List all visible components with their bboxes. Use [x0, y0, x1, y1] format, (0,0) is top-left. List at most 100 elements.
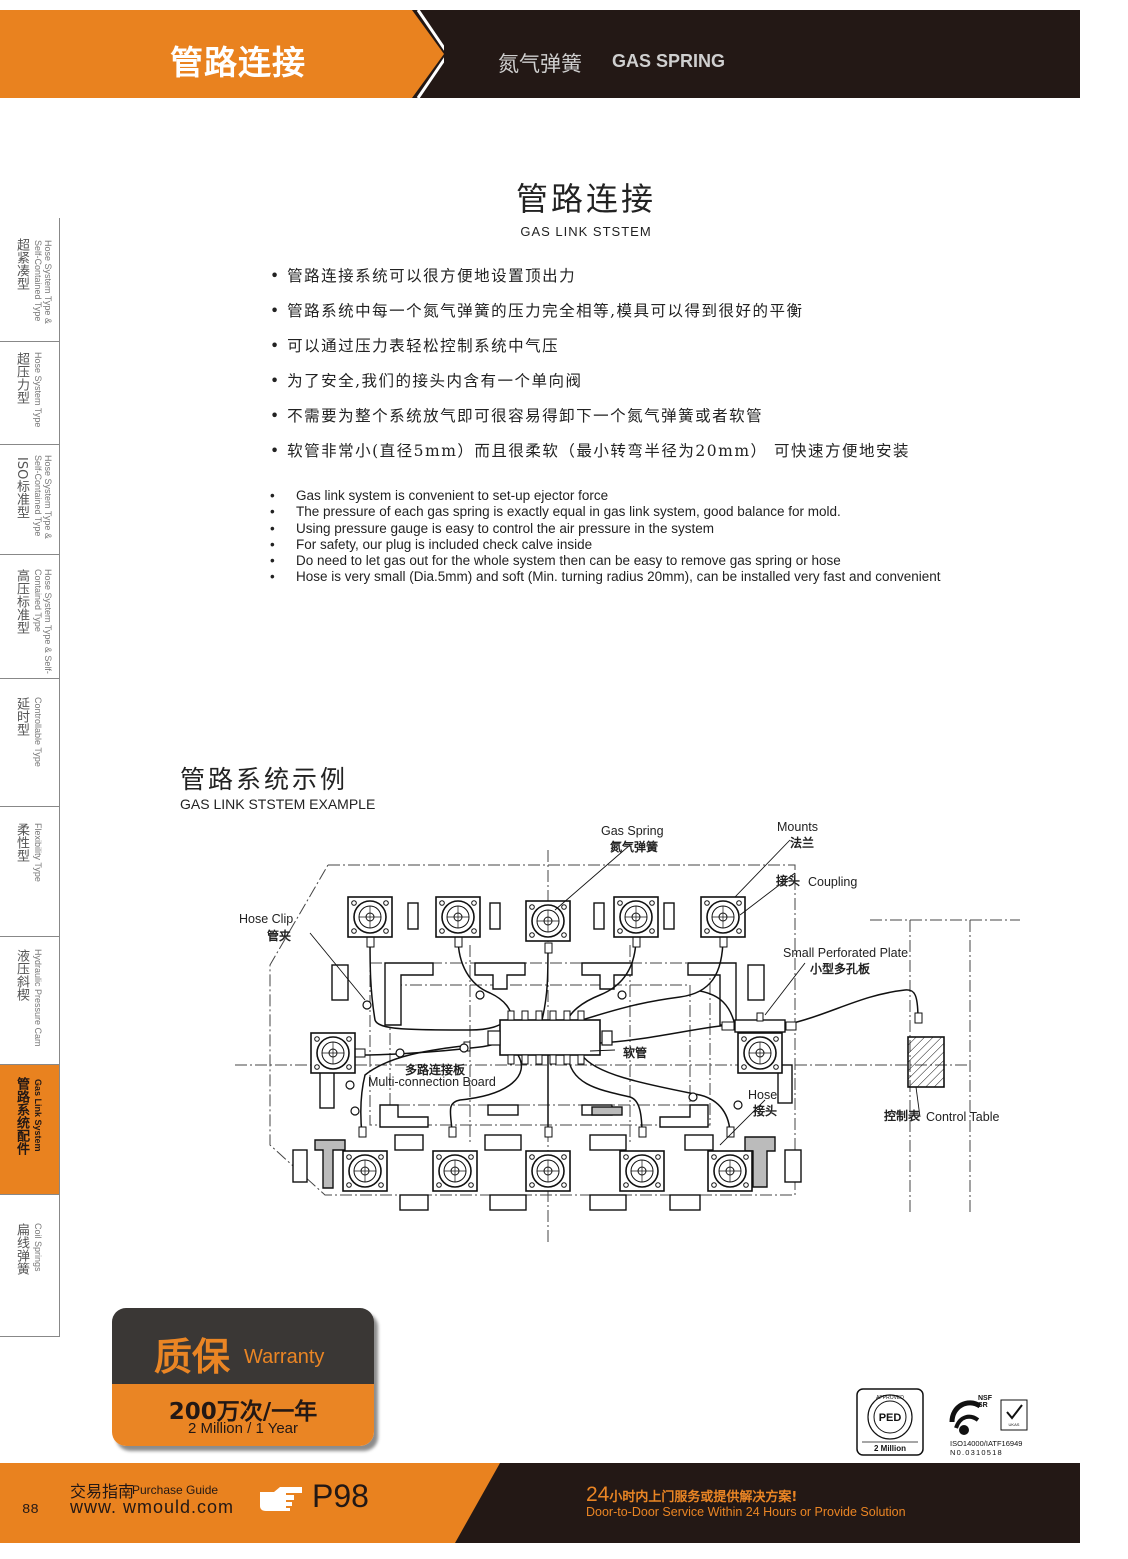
side-tab-gas-link-system[interactable]: 管路系统配件 Gas Link System — [0, 1065, 60, 1195]
nsf-isr-certification-icon: NSF ISR UKAS ISO14000/IATF16949 N0.03105… — [949, 1395, 1028, 1457]
label-mounts: Mounts — [777, 820, 818, 834]
purchase-guide-cn: 交易指南 — [70, 1482, 135, 1501]
cn-bullet-item: • 不需要为整个系统放气即可很容易得卸下一个氮气弹簧或者软管 — [270, 407, 764, 425]
footer-orange-panel — [0, 1463, 500, 1543]
warranty-title-cn: 质保 — [154, 1335, 231, 1379]
label-mounts-cn: 法兰 — [790, 835, 814, 850]
side-tab-ultra-compact[interactable]: 超紧凑型 Hose System Type & Self-Contained T… — [0, 218, 60, 342]
side-tab-label: 柔性型 — [14, 823, 29, 862]
side-tab-label: 延时型 — [14, 697, 29, 736]
en-bullet-item: •Hose is very small (Dia.5mm) and soft (… — [270, 569, 941, 585]
label-board-cn: 多路连接板 — [405, 1062, 466, 1077]
cn-bullet-item: • 管路系统中每一个氮气弹簧的压力完全相等,模具可以得到很好的平衡 — [270, 302, 804, 320]
iso-line2: N0.0310518 — [950, 1448, 1003, 1457]
side-tab-label-en: Flexibility Type — [33, 823, 43, 882]
warranty-value-cn: 200万次/一年 — [168, 1399, 318, 1425]
section-title: 管路连接 — [515, 180, 656, 218]
ped-top-text: APPROVED — [876, 1395, 904, 1401]
nsf-text: NSF — [978, 1395, 993, 1402]
side-tab-coil-springs[interactable]: 扁线弹簧 Coil Springs — [0, 1195, 60, 1337]
side-tab-hydraulic-cam[interactable]: 液压斜楔 Hydraulic Pressure Cam — [0, 937, 60, 1065]
label-soft-hose-cn: 软管 — [623, 1045, 647, 1060]
control-table — [907, 1036, 945, 1088]
label-control-table-cn: 控制表 — [884, 1108, 921, 1123]
page-reference-link[interactable]: P98 — [312, 1478, 369, 1514]
isr-text: ISR — [976, 1402, 988, 1409]
side-tab-label-en: Controllable Type — [33, 697, 43, 767]
header-orange-tab — [0, 10, 444, 98]
cn-bullet-item: • 管路连接系统可以很方便地设置顶出力 — [270, 267, 577, 285]
label-gas-spring: Gas Spring — [601, 824, 664, 838]
side-tab-label-en: Hose System Type & Self-Contained Type — [33, 569, 53, 674]
label-coupling-cn: 接头 — [776, 873, 800, 888]
iso-line1: ISO14000/IATF16949 — [950, 1439, 1022, 1448]
label-board: Multi-connection Board — [368, 1075, 496, 1089]
side-tab-label: 扁线弹簧 — [14, 1223, 29, 1275]
side-tab-label-en: Hydraulic Pressure Cam — [33, 949, 43, 1047]
side-tab-label: 高压标准型 — [14, 569, 29, 634]
hand-pointer-icon — [260, 1487, 302, 1511]
warranty-value-en: 2 Million / 1 Year — [187, 1420, 299, 1437]
warranty-badge: 质保 Warranty 200万次/一年 2 Million / 1 Year — [112, 1308, 374, 1446]
hose-clips — [345, 990, 743, 1116]
service-text-en: Door-to-Door Service Within 24 Hours or … — [586, 1505, 906, 1519]
header-title: 管路连接 — [170, 43, 306, 82]
cn-bullet-item: • 软管非常小(直径5mm）而且很柔软（最小转弯半径为20mm） 可快速方便地安… — [270, 442, 910, 460]
cn-bullet-item: • 为了安全,我们的接头内含有一个单向阀 — [270, 372, 583, 390]
side-tab-label-en: Coil Springs — [33, 1223, 43, 1272]
page-number: 88 — [22, 1502, 39, 1518]
gas-link-diagram: Gas Spring 氮气弹簧 Mounts 法兰 接头 Coupling Ho… — [235, 820, 1020, 1245]
en-bullet-item: •Gas link system is convenient to set-up… — [270, 488, 609, 503]
header-subtitle-cn: 氮气弹簧 — [498, 52, 582, 76]
website-link[interactable]: www. wmould.com — [70, 1497, 235, 1517]
warranty-top — [112, 1308, 374, 1384]
side-tab-label-en: Hose System Type & Self-Contained Type — [33, 455, 53, 539]
side-tab-iso-standard[interactable]: ISO标准型 Hose System Type & Self-Contained… — [0, 445, 60, 555]
side-tab-label-en: Gas Link System — [33, 1079, 43, 1152]
side-tab-ultra-pressure[interactable]: 超压力型 Hose System Type — [0, 342, 60, 445]
en-bullet-item: •For safety, our plug is included check … — [270, 536, 593, 552]
service-hours: 24 — [586, 1483, 610, 1506]
label-hose-cn: 接头 — [753, 1103, 777, 1118]
en-bullet-item: •Do need to let gas out for the whole sy… — [270, 553, 841, 569]
ped-bottom-text: 2 Million — [874, 1444, 906, 1453]
label-hose-clip: Hose Clip — [239, 912, 293, 926]
ped-certification-icon: APPROVED PED 2 Million — [856, 1388, 924, 1456]
side-tab-label: 液压斜楔 — [14, 949, 29, 1001]
side-tab-label-en: Hose System Type & Self-Contained Type — [33, 240, 53, 324]
service-promise-cn: 小时内上门服务或提供解决方案! — [609, 1490, 798, 1505]
label-coupling: Coupling — [808, 875, 857, 889]
en-bullet-item: •The pressure of each gas spring is exac… — [270, 504, 841, 520]
side-tab-label: 超压力型 — [14, 352, 29, 404]
ukas-text: UKAS — [1009, 1422, 1020, 1427]
service-text-cn: 24小时内上门服务或提供解决方案! — [586, 1483, 797, 1507]
small-perforated-plate — [721, 1012, 797, 1041]
ped-mark: PED — [879, 1412, 902, 1424]
side-tab-label-en: Hose System Type — [33, 352, 43, 428]
side-tab-delay[interactable]: 延时型 Controllable Type — [0, 679, 60, 807]
example-subtitle: GAS LINK STSTEM EXAMPLE — [180, 796, 376, 812]
warranty-bottom — [112, 1384, 374, 1446]
label-control-table: Control Table — [926, 1110, 999, 1124]
die-blocks — [292, 902, 802, 1211]
label-gas-spring-cn: 氮气弹簧 — [610, 839, 658, 854]
cn-bullet-item: • 可以通过压力表轻松控制系统中气压 — [270, 337, 560, 355]
en-bullet-item: •Using pressure gauge is easy to control… — [270, 520, 714, 536]
fittings — [354, 936, 923, 1138]
die-blocks-grey — [314, 1106, 776, 1189]
label-hose: Hose — [748, 1088, 777, 1102]
header-subtitle-en: GAS SPRING — [612, 51, 726, 71]
section-subtitle: GAS LINK STSTEM — [520, 224, 652, 239]
warranty-title-en: Warranty — [244, 1346, 325, 1368]
purchase-guide-en: Purchase Guide — [132, 1483, 219, 1497]
label-perforated-plate: Small Perforated Plate — [783, 946, 908, 960]
side-tab-label: 管路系统配件 — [14, 1077, 29, 1155]
side-tab-high-pressure-standard[interactable]: 高压标准型 Hose System Type & Self-Contained … — [0, 555, 60, 679]
en-bullet-list: •Gas link system is convenient to set-up… — [270, 488, 941, 586]
side-tab-label: ISO标准型 — [14, 457, 29, 519]
side-tab-flexibility[interactable]: 柔性型 Flexibility Type — [0, 807, 60, 937]
leader-lines — [309, 839, 921, 1146]
multi-connection-board — [487, 1019, 613, 1056]
example-title: 管路系统示例 — [180, 765, 349, 794]
label-perforated-plate-cn: 小型多孔板 — [810, 961, 871, 976]
